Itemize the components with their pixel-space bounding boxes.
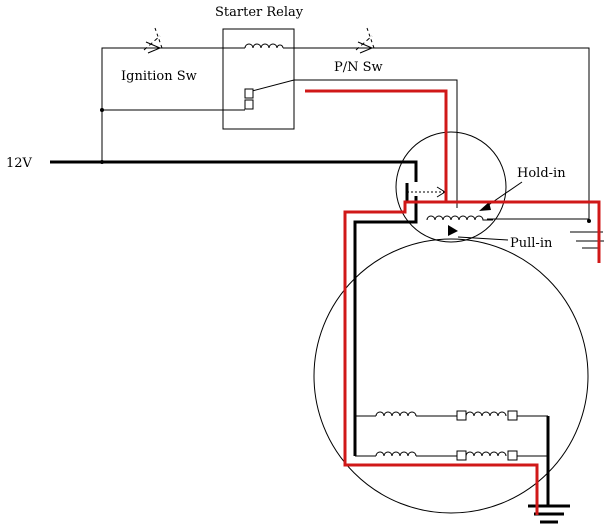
plunger-arrow (407, 186, 446, 198)
pn-switch-label: P/N Sw (334, 60, 383, 75)
current-flow-path (305, 89, 601, 515)
solenoid-housing (395, 131, 507, 243)
control-wiring (101, 47, 603, 233)
starter-relay (222, 28, 295, 130)
ignition-switch-label: Ignition Sw (121, 69, 197, 84)
pull-in-pointer (448, 225, 509, 241)
hold-in-label: Hold-in (517, 166, 566, 181)
hold-in-pointer (479, 181, 523, 211)
battery-12v-label: 12V (6, 156, 33, 171)
starter-relay-label: Starter Relay (215, 5, 304, 20)
relay-contact-lower (244, 99, 254, 110)
field-windings (355, 410, 548, 461)
motor-ground-symbol (528, 504, 570, 524)
starter-motor-housing (313, 238, 589, 514)
relay-coil (244, 43, 284, 49)
solenoid-coil (426, 215, 493, 221)
battery-cable (50, 160, 550, 506)
ignition-switch (143, 27, 163, 54)
pull-in-label: Pull-in (510, 236, 553, 251)
pn-switch (355, 27, 375, 54)
relay-contact-upper (244, 88, 254, 99)
